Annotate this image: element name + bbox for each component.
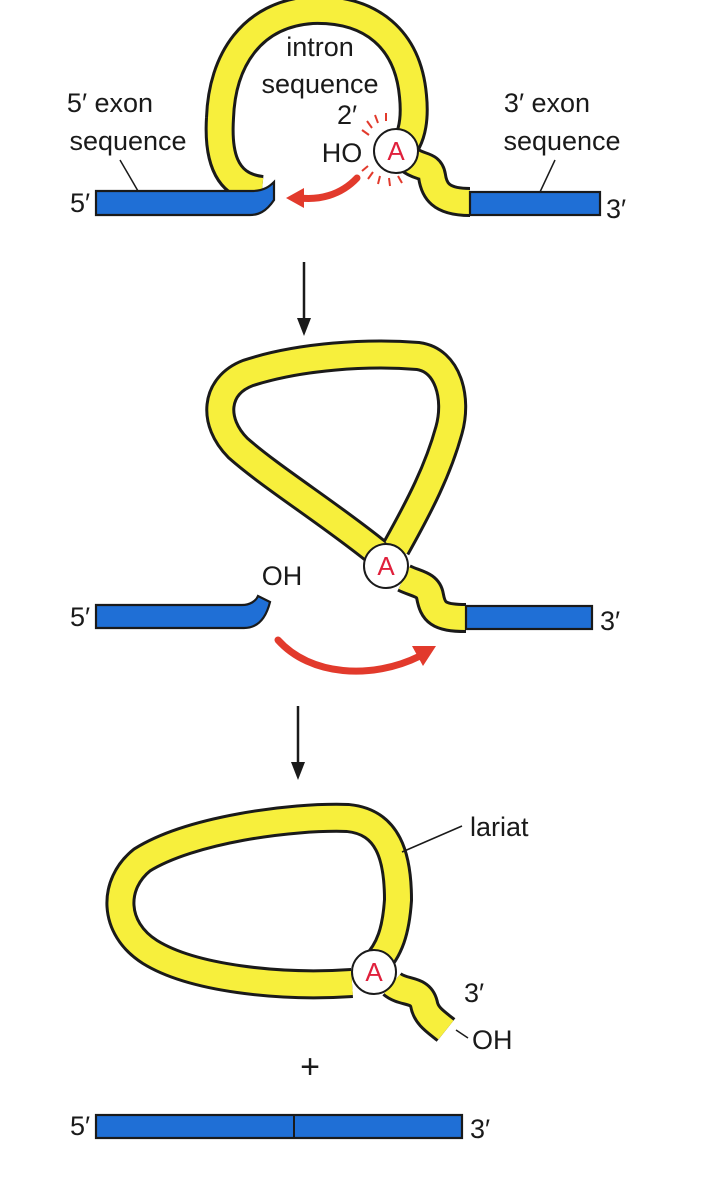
five-exon-label-line1: 5′ exon: [67, 88, 153, 118]
step-3-products: A lariat 3′ OH + 5′ 3′: [70, 802, 529, 1144]
three-prime-label-step1: 3′: [606, 194, 626, 224]
three-exon-label-line2: sequence: [503, 126, 620, 156]
intron-label-line2: sequence: [261, 69, 378, 99]
step-1-pre-mrna: A 5′ 3′ 5′ exon sequence 3′ exon sequenc…: [67, 0, 626, 224]
plus-sign: +: [300, 1048, 320, 1086]
three-prime-label-step3: 3′: [470, 1114, 490, 1144]
adenine-label-step1: A: [387, 136, 405, 166]
flow-arrow-2: [291, 706, 305, 780]
five-prime-exon-step2: [94, 594, 272, 630]
branch-adenine-step2: [363, 543, 409, 589]
five-prime-label-step3: 5′: [70, 1111, 90, 1141]
adenine-label-step3: A: [365, 957, 383, 987]
spliced-mrna: [94, 1113, 464, 1140]
exon-ligation-arrow: [274, 636, 424, 675]
ho-label: HO: [322, 138, 363, 168]
branch-adenine-step3: [351, 949, 397, 995]
intron-label-line1: intron: [286, 32, 354, 62]
nucleophilic-attack-arrow: [296, 174, 361, 202]
oh-label-lariat: OH: [472, 1025, 513, 1055]
five-prime-label-step2: 5′: [70, 602, 90, 632]
five-exon-label-line2: sequence: [69, 126, 186, 156]
three-prime-label-step2: 3′: [600, 606, 620, 636]
branch-adenine-step1: A: [361, 113, 419, 187]
three-prime-exon-step1: [468, 190, 602, 217]
five-prime-label-step1: 5′: [70, 188, 90, 218]
adenine-label-step2: A: [377, 551, 395, 581]
three-prime-label-lariat: 3′: [464, 978, 484, 1008]
flow-arrow-1: [297, 262, 311, 336]
oh-label-step2: OH: [262, 561, 303, 591]
lariat-label: lariat: [470, 812, 529, 842]
step-2-lariat-intermediate: A 5′ 3′ OH: [70, 339, 620, 675]
two-prime-label: 2′: [337, 100, 357, 130]
three-prime-exon-step2: [464, 604, 594, 631]
three-exon-label-line1: 3′ exon: [504, 88, 590, 118]
five-prime-exon-step1: [94, 179, 276, 217]
